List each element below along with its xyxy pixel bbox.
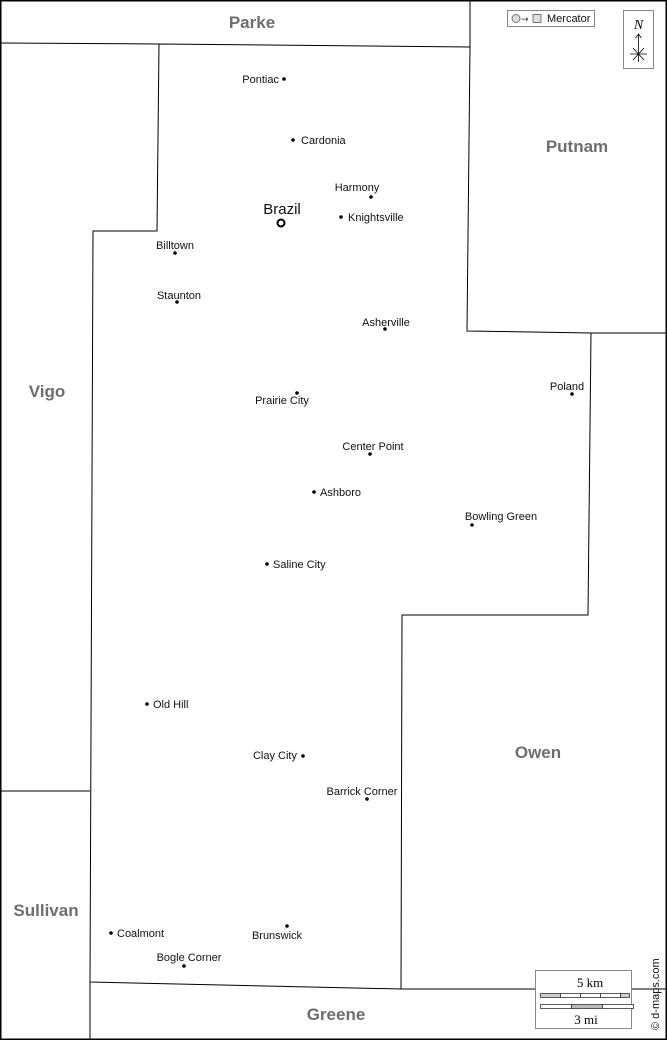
town-label[interactable]: Barrick Corner: [327, 786, 398, 798]
town-dot-icon: [173, 251, 177, 255]
town-label[interactable]: Brunswick: [252, 930, 303, 942]
town-label[interactable]: Bogle Corner: [157, 952, 222, 964]
north-label: N: [633, 18, 644, 33]
town-dot-icon: [470, 523, 474, 527]
neighbor-county-labels: Parke Putnam Vigo Owen Sullivan Greene: [13, 13, 608, 1024]
town-label[interactable]: Coalmont: [117, 928, 164, 940]
arrow-right-icon: →: [521, 15, 529, 25]
town-dot-icon: [339, 215, 343, 219]
town-label[interactable]: Ashboro: [320, 487, 361, 499]
town-dot-icon: [369, 195, 373, 199]
town-dot-icon: [182, 964, 186, 968]
town-label[interactable]: Cardonia: [301, 135, 347, 147]
scale-box: [535, 970, 632, 1029]
county-label-owen: Owen: [515, 743, 561, 762]
town-label[interactable]: Center Point: [342, 441, 403, 453]
town-dot-icon: [312, 490, 316, 494]
town-label[interactable]: Saline City: [273, 559, 326, 571]
scale-mi-label: 3 mi: [574, 1012, 598, 1027]
county-seat[interactable]: Brazil: [263, 201, 301, 228]
town-dot-icon: [145, 702, 149, 706]
county-seat-marker-icon: [276, 218, 286, 228]
town-dot-icon: [285, 924, 289, 928]
county-label-greene: Greene: [307, 1005, 366, 1024]
town-dot-icon: [570, 392, 574, 396]
county-label-vigo: Vigo: [29, 382, 66, 401]
scale-mi-bar: [540, 1004, 634, 1009]
town-label[interactable]: Harmony: [335, 182, 380, 194]
town-label[interactable]: Staunton: [157, 290, 201, 302]
towns: Pontiac Cardonia Harmony Knightsville Bi…: [109, 74, 584, 968]
map-square-icon: [532, 14, 542, 23]
town-label[interactable]: Clay City: [253, 750, 298, 762]
county-seat-label: Brazil: [263, 201, 301, 218]
county-label-sullivan: Sullivan: [13, 901, 78, 920]
scale-km-label: 5 km: [577, 975, 603, 990]
town-dot-icon: [291, 138, 295, 142]
scale-km-bar: [540, 993, 630, 998]
town-dot-icon: [368, 452, 372, 456]
town-label[interactable]: Knightsville: [348, 212, 404, 224]
town-dot-icon: [301, 754, 305, 758]
county-label-parke: Parke: [229, 13, 275, 32]
town-dot-icon: [365, 797, 369, 801]
projection-label: Mercator: [547, 13, 591, 25]
clay-county-boundary: [89, 43, 592, 990]
town-label[interactable]: Asherville: [362, 317, 410, 329]
projection-legend-box: [507, 10, 595, 27]
town-label[interactable]: Poland: [550, 381, 584, 393]
town-dot-icon: [383, 327, 387, 331]
town-dot-icon: [175, 300, 179, 304]
town-label[interactable]: Pontiac: [242, 74, 279, 86]
compass-icon: [630, 33, 647, 62]
town-label[interactable]: Billtown: [156, 240, 194, 252]
town-dot-icon: [109, 931, 113, 935]
town-label[interactable]: Bowling Green: [465, 511, 537, 523]
town-label[interactable]: Prairie City: [255, 395, 309, 407]
scale-bar: 5 km 3 mi: [535, 970, 634, 1029]
county-label-putnam: Putnam: [546, 137, 608, 156]
town-dot-icon: [282, 77, 286, 81]
globe-circle-icon: [511, 14, 521, 23]
town-dot-icon: [265, 562, 269, 566]
town-dot-icon: [295, 391, 299, 395]
town-label[interactable]: Old Hill: [153, 699, 188, 711]
credit-label[interactable]: © d-maps.com: [650, 958, 662, 1030]
north-arrow: N: [623, 10, 654, 69]
parke-boundary: [0, 42, 160, 45]
projection-legend: → Mercator: [507, 10, 595, 27]
